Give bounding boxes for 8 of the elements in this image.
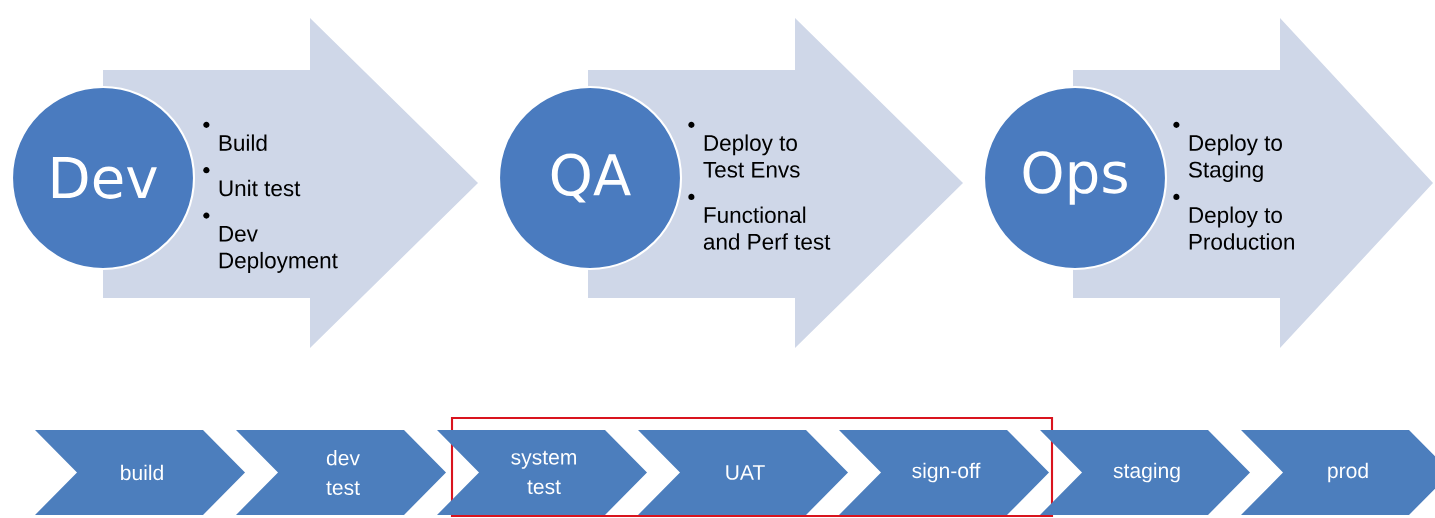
chevron-step: dev test	[236, 430, 446, 515]
chevron-step: prod	[1241, 430, 1435, 515]
chevron-step: sign-off	[839, 430, 1049, 515]
chevron-step: UAT	[638, 430, 848, 515]
highlight-frame	[450, 416, 1054, 518]
chevron-step: staging	[1040, 430, 1250, 515]
chevron-step: system test	[437, 430, 647, 515]
chevron-step: build	[35, 430, 245, 515]
